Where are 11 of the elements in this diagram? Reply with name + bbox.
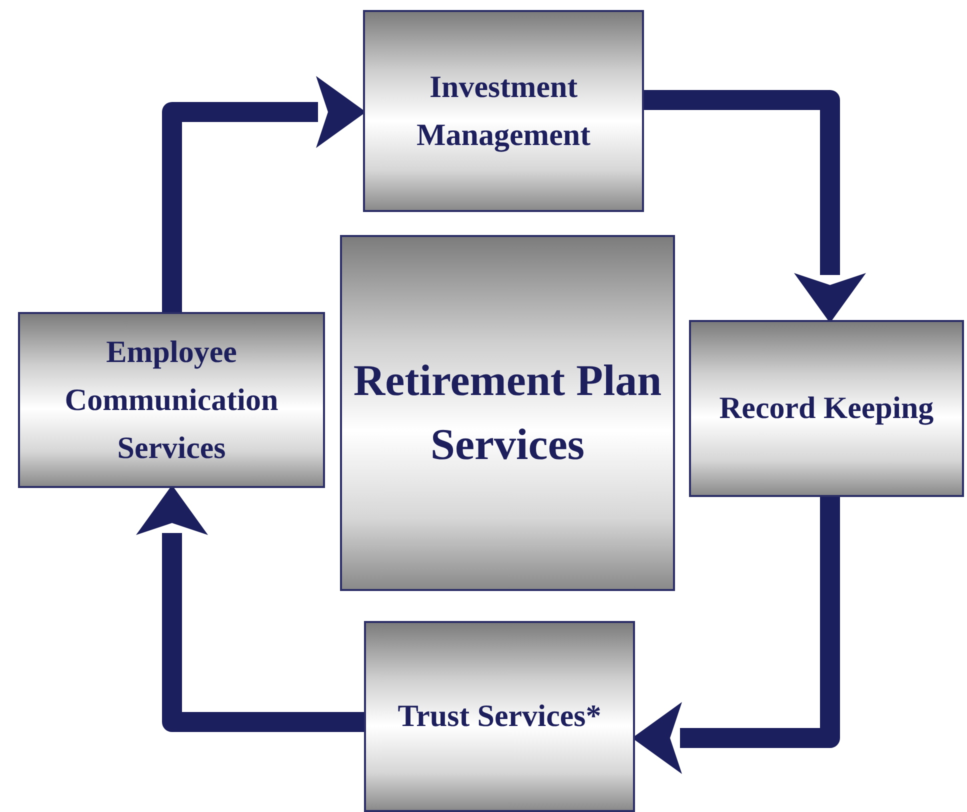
box-label: Retirement Plan Services [352, 355, 663, 471]
arrow [644, 90, 866, 323]
box-label: Employee Communication Services [64, 332, 280, 468]
process-box [364, 621, 635, 812]
process-box [363, 10, 644, 212]
process-box [18, 312, 325, 488]
center-box [340, 235, 675, 591]
process-box [689, 320, 964, 497]
box-label: Trust Services* [398, 697, 602, 736]
box-label: Investment Management [416, 68, 592, 154]
box-label: Record Keeping [719, 389, 934, 428]
